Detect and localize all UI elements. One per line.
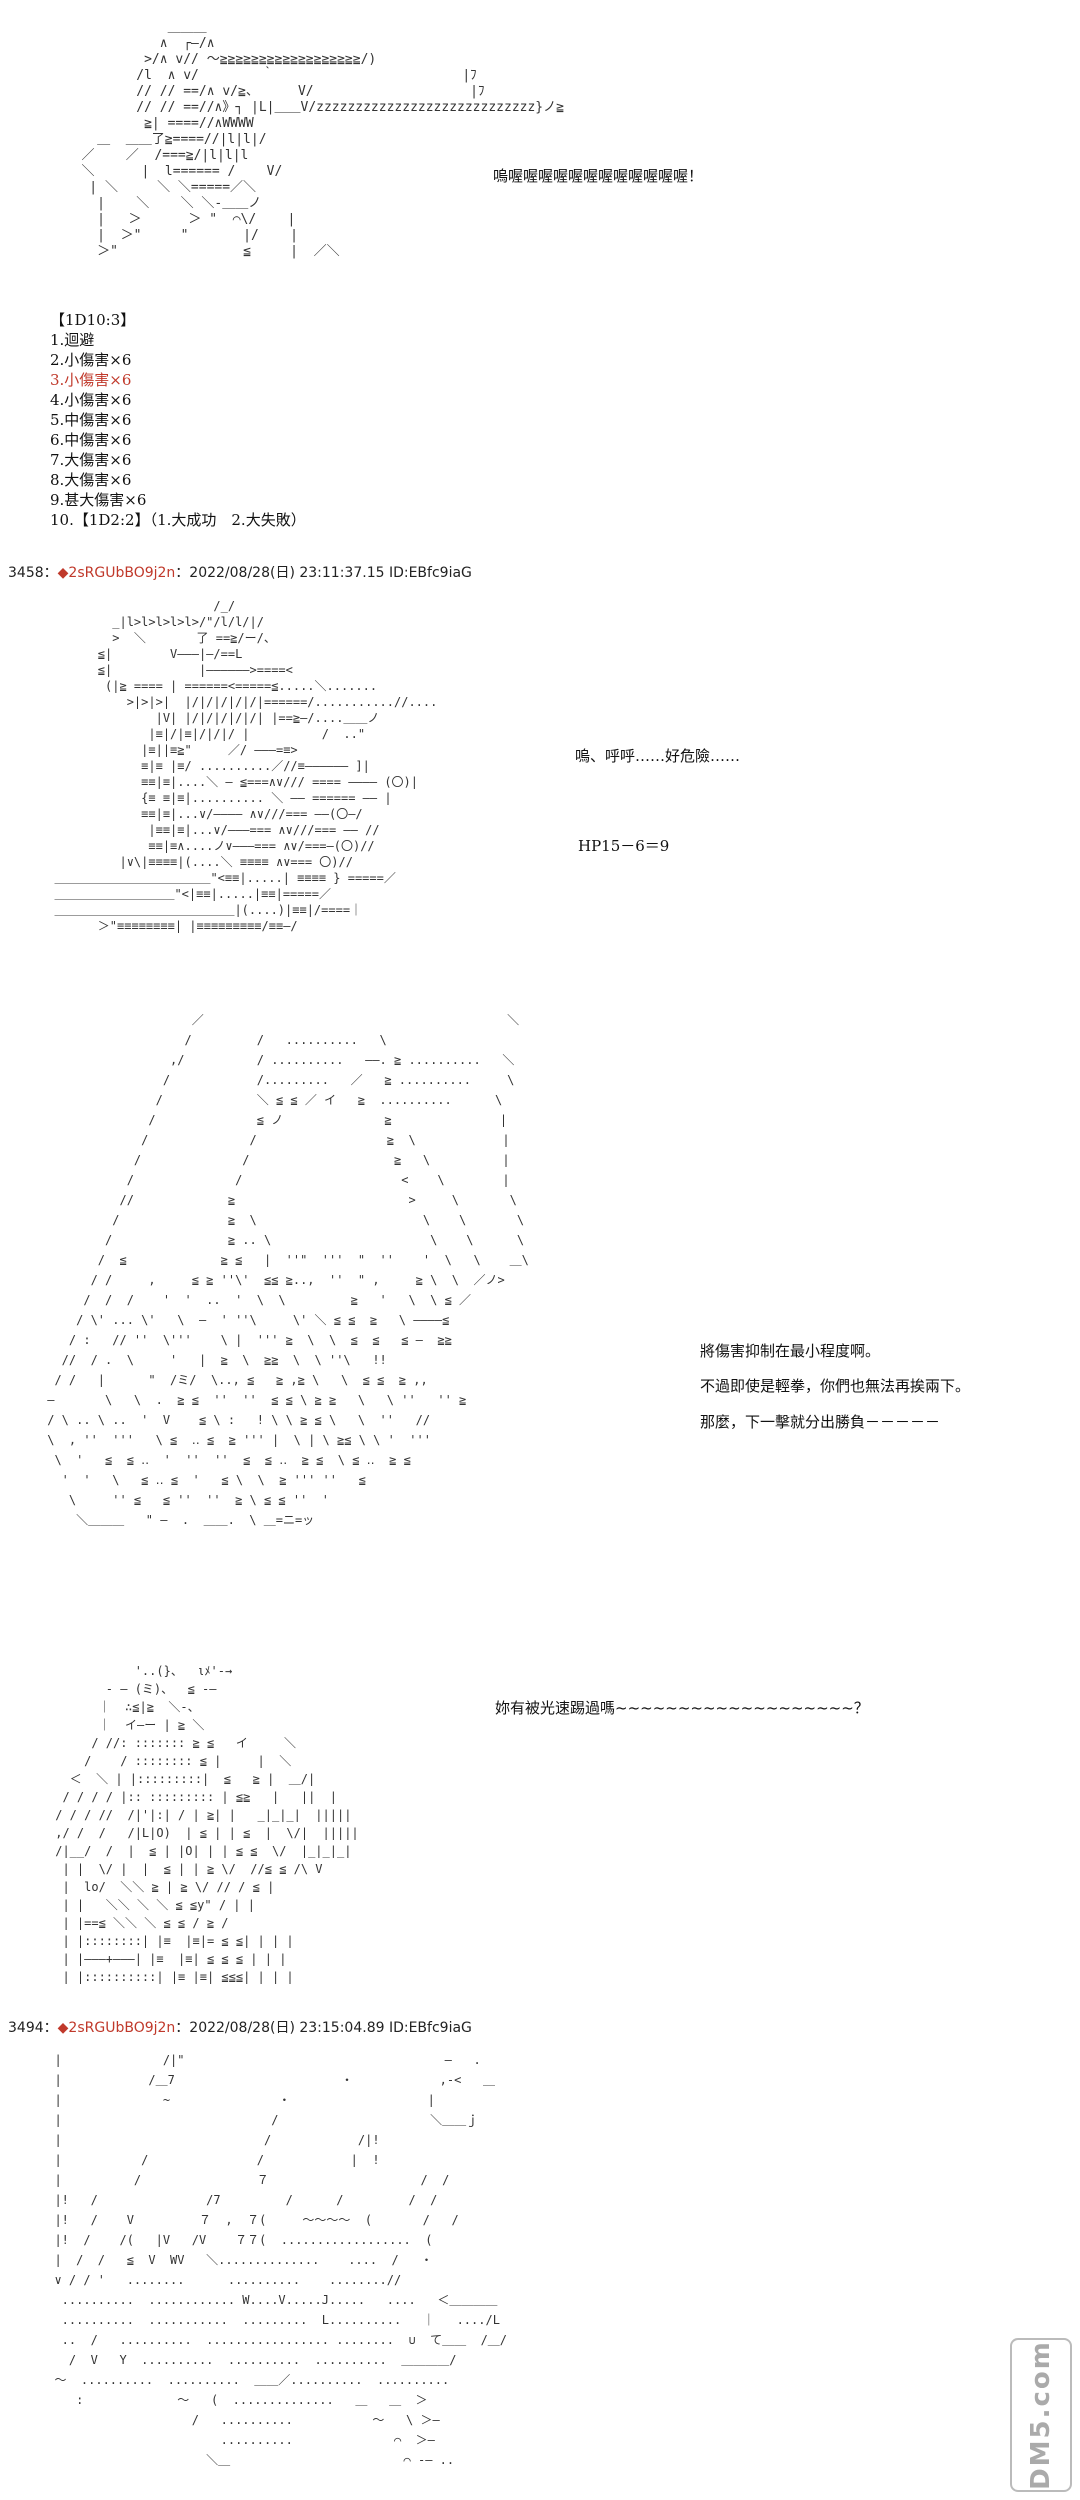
post-number: 3458： [8,565,58,581]
dice-item: 6.中傷害×6 [50,431,132,449]
dice-item: 8.大傷害×6 [50,471,132,489]
dialog-lightspeed-kick: 妳有被光速踢過嗎~~~~~~~~~~~~~~~~~~~？ [495,1699,869,1717]
dice-item: 2.小傷害×6 [50,351,132,369]
post-header-3458: 3458：◆2sRGUbBO9j2n：2022/08/28(日) 23:11:3… [8,562,472,582]
dice-item: 1.迴避 [50,331,95,349]
hp-calculation: HP15－6＝9 [578,837,670,855]
post-number: 3494： [8,2020,58,2036]
poster-name[interactable]: 2sRGUbBO9j2n [68,2020,176,2036]
trip-diamond-icon: ◆ [57,565,69,581]
dice-item-highlighted: 3.小傷害×6 [50,371,132,389]
dialog-shout: 嗚喔喔喔喔喔喔喔喔喔喔喔喔！ [493,167,704,185]
dm5-watermark-logo: DM5.com [1010,2338,1072,2492]
dialog-line-1: 將傷害抑制在最小程度啊。 [700,1342,881,1360]
aa-art-character: '..(}、 ιﾒ'‐→ - ― (ミ)、 ≦ -― ｜ ∴≦|≧ ＼-、 ｜ … [55,1664,359,1984]
post-datetime: ：2022/08/28(日) 23:11:37.15 ID:EBfc9iaG [175,565,472,581]
post-header-3494: 3494：◆2sRGUbBO9j2n：2022/08/28(日) 23:15:0… [8,2017,472,2037]
post-datetime: ：2022/08/28(日) 23:15:04.89 ID:EBfc9iaG [175,2020,472,2036]
dice-header: 【1D10:3】 [50,311,136,329]
poster-name[interactable]: 2sRGUbBO9j2n [68,565,176,581]
aa-art-charge: ＿＿＿ ∧ ┌―/∧ >/∧ v// ～≧≧≧≧≧≧≧≧≧≧≧≧≧≧≧≧≧≧/)… [81,20,564,259]
dice-item: 7.大傷害×6 [50,451,132,469]
dialog-relief: 嗚、呼呼……好危險…… [575,747,741,765]
dialog-line-2: 不過即使是輕拳，你們也無法再挨兩下。 [700,1377,971,1395]
dice-roll-list: 【1D10:3】 1.迴避 2.小傷害×6 3.小傷害×6 4.小傷害×6 5.… [50,310,306,530]
dice-item: 5.中傷害×6 [50,411,132,429]
dice-item: 9.甚大傷害×6 [50,491,147,509]
dice-item: 10.【1D2:2】（1.大成功 2.大失敗） [50,511,306,529]
dialog-line-3: 那麼，下一擊就分出勝負－－－－－ [700,1413,941,1431]
aa-art-figure: ／ ＼ / / .......... \ ,/ / .......... ――.… [47,1013,529,1527]
trip-diamond-icon: ◆ [57,2020,69,2036]
watermark-text: DM5.com [1026,2340,1057,2490]
dice-item: 4.小傷害×6 [50,391,132,409]
aa-art-robot: /_/ _|l>l>l>l>l>/"/l/l/|/ > ＼ 了 ==≧/ー/、 … [54,599,438,933]
aa-art-action-scene: | /|" ― . | /＿7 ・ ,-< ＿ | ~ ・ | | [54,2053,508,2467]
